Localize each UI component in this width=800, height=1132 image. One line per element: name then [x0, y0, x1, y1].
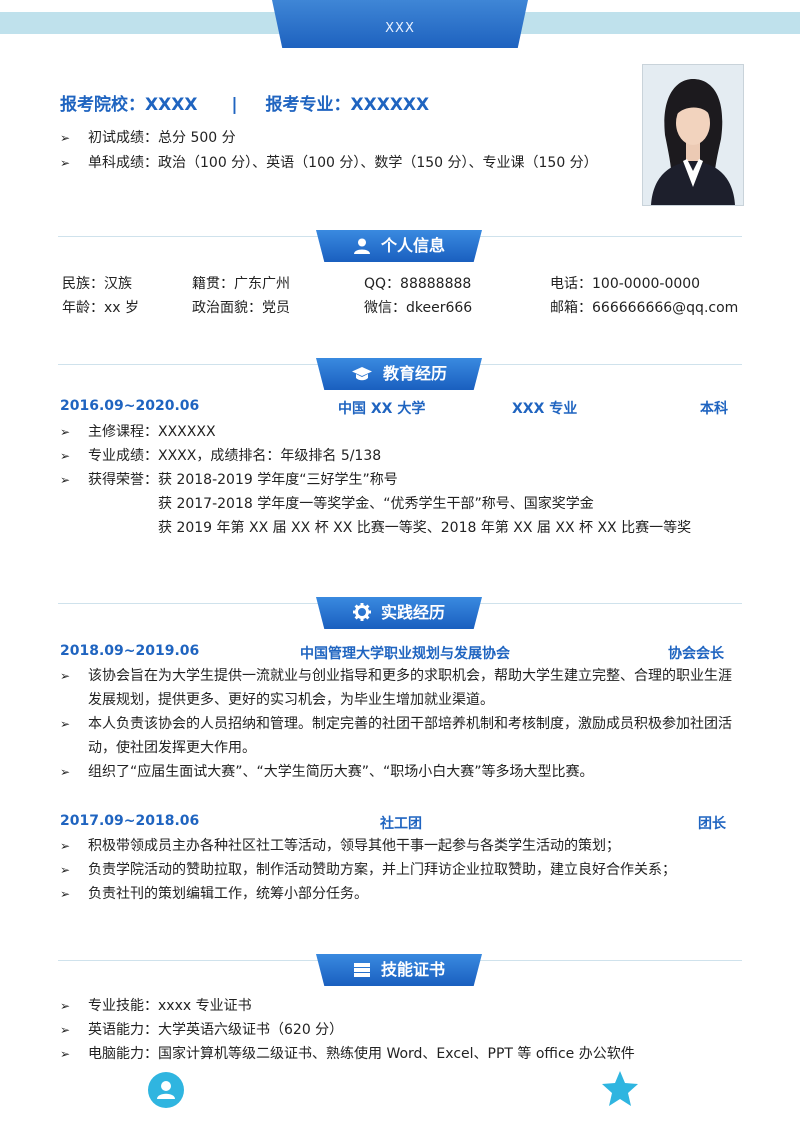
practice-detail: 负责社刊的策划编辑工作，统筹小部分任务。 [88, 886, 368, 902]
education-school: 中国 XX 大学 [338, 401, 426, 417]
arrow-bullet-icon: ➢ [60, 131, 71, 145]
qq-number: QQ：88888888 [364, 276, 472, 292]
application-line: 报考院校：XXXX | 报考专业：XXXXXX [60, 90, 429, 115]
arrow-bullet-icon: ➢ [60, 1047, 71, 1061]
email-address: 邮箱：666666666@qq.com [550, 300, 739, 316]
arrow-bullet-icon: ➢ [60, 1023, 71, 1037]
user-icon [353, 238, 370, 254]
practice-role: 协会会长 [668, 646, 724, 662]
header-separator: | [231, 95, 238, 115]
gear-icon [352, 603, 371, 621]
section-header-personal: 个人信息 [316, 230, 482, 262]
age: 年龄：xx 岁 [62, 300, 140, 316]
subject-scores: 单科成绩：政治（100 分）、英语（100 分）、数学（150 分）、专业课（1… [88, 155, 598, 171]
ethnicity: 民族：汉族 [62, 276, 132, 292]
certificate-icon [353, 963, 370, 977]
arrow-bullet-icon: ➢ [60, 839, 71, 853]
computer-skill: 电脑能力：国家计算机等级二级证书、熟练使用 Word、Excel、PPT 等 o… [88, 1046, 635, 1062]
list-item: ➢ 负责学院活动的赞助拉取，制作活动赞助方案，并上门拜访企业拉取赞助，建立良好合作… [60, 858, 740, 882]
profile-photo [642, 64, 744, 206]
section-header-education: 教育经历 [316, 358, 482, 390]
arrow-bullet-icon: ➢ [60, 156, 71, 170]
portrait-illustration [643, 65, 743, 205]
arrow-bullet-icon: ➢ [60, 449, 71, 463]
list-item: ➢ 组织了“应届生面试大赛”、“大学生简历大赛”、“职场小白大赛”等多场大型比赛。 [60, 760, 732, 784]
honors: 获得荣誉：获 2018-2019 学年度“三好学生”称号 [88, 472, 398, 488]
list-item: ➢ 专业成绩：XXXX，成绩排名：年级排名 5/138 [60, 444, 740, 468]
phone-number: 电话：100-0000-0000 [550, 276, 701, 292]
practice-detail: 负责学院活动的赞助拉取，制作活动赞助方案，并上门拜访企业拉取赞助，建立良好合作关… [88, 862, 676, 878]
honors-continued: 获 2019 年第 XX 届 XX 杯 XX 比赛一等奖、2018 年第 XX … [158, 520, 692, 536]
arrow-bullet-icon: ➢ [60, 425, 71, 439]
arrow-bullet-icon: ➢ [60, 765, 71, 779]
practice-organization: 中国管理大学职业规划与发展协会 [300, 646, 510, 662]
top-banner-tab: XXX [272, 0, 528, 48]
list-item: ➢ 获得荣誉：获 2018-2019 学年度“三好学生”称号 [60, 468, 740, 492]
native-place: 籍贯：广东广州 [192, 276, 290, 292]
list-item: ➢ 单科成绩：政治（100 分）、英语（100 分）、数学（150 分）、专业课（… [60, 153, 598, 178]
section-title: 技能证书 [380, 960, 445, 979]
list-item: ➢ 电脑能力：国家计算机等级二级证书、熟练使用 Word、Excel、PPT 等 … [60, 1042, 740, 1066]
list-item: ➢ 本人负责该协会的人员招纳和管理。制定完善的社团干部培养机制和考核制度，激励成员… [60, 712, 732, 760]
footer-star-icon [600, 1070, 640, 1112]
education-period: 2016.09~2020.06 [60, 398, 200, 414]
list-item: ➢ 专业技能：xxxx 专业证书 [60, 994, 740, 1018]
practice-detail: 积极带领成员主办各种社区社工等活动，领导其他干事一起参与各类学生活动的策划； [88, 838, 620, 854]
practice-detail: 组织了“应届生面试大赛”、“大学生简历大赛”、“职场小白大赛”等多场大型比赛。 [88, 764, 594, 780]
arrow-bullet-icon: ➢ [60, 863, 71, 877]
list-item: ➢ 该协会旨在为大学生提供一流就业与创业指导和更多的求职机会，帮助大学生建立完整、… [60, 664, 732, 712]
score-list: ➢ 初试成绩：总分 500 分 ➢ 单科成绩：政治（100 分）、英语（100 分）… [60, 128, 598, 178]
list-item: ➢ 主修课程：XXXXXX [60, 420, 740, 444]
list-item: ➢ 积极带领成员主办各种社区社工等活动，领导其他干事一起参与各类学生活动的策划； [60, 834, 740, 858]
graduation-cap-icon [351, 367, 372, 381]
honors-continued: 获 2017-2018 学年度一等奖学金、“优秀学生干部”称号、国家奖学金 [158, 496, 594, 512]
arrow-bullet-icon: ➢ [60, 717, 71, 731]
target-school: 报考院校：XXXX [60, 95, 198, 115]
list-item: ➢ 初试成绩：总分 500 分 [60, 128, 598, 153]
academic-ranking: 专业成绩：XXXX，成绩排名：年级排名 5/138 [88, 448, 382, 464]
section-header-practice: 实践经历 [316, 597, 482, 629]
section-title: 个人信息 [380, 236, 445, 255]
section-title: 教育经历 [382, 364, 447, 383]
practice-list: ➢积极带领成员主办各种社区社工等活动，领导其他干事一起参与各类学生活动的策划； … [60, 834, 740, 906]
arrow-bullet-icon: ➢ [60, 669, 71, 683]
professional-skill: 专业技能：xxxx 专业证书 [88, 998, 252, 1014]
arrow-bullet-icon: ➢ [60, 887, 71, 901]
section-title: 实践经历 [380, 603, 445, 622]
practice-period: 2018.09~2019.06 [60, 643, 200, 659]
arrow-bullet-icon: ➢ [60, 473, 71, 487]
education-degree: 本科 [700, 401, 728, 417]
practice-detail: 本人负责该协会的人员招纳和管理。制定完善的社团干部培养机制和考核制度，激励成员积… [88, 716, 732, 756]
user-silhouette-icon [157, 1081, 175, 1099]
list-item: ➢ 英语能力：大学英语六级证书（620 分） [60, 1018, 740, 1042]
target-major: 报考专业：XXXXXX [265, 95, 430, 115]
section-header-skills: 技能证书 [316, 954, 482, 986]
initial-score: 初试成绩：总分 500 分 [88, 130, 236, 146]
english-skill: 英语能力：大学英语六级证书（620 分） [88, 1022, 344, 1038]
wechat-id: 微信：dkeer666 [364, 300, 473, 316]
courses: 主修课程：XXXXXX [88, 424, 216, 440]
star-icon [602, 1071, 638, 1106]
skills-list: ➢ 专业技能：xxxx 专业证书 ➢ 英语能力：大学英语六级证书（620 分） ➢ 电… [60, 994, 740, 1066]
practice-role: 团长 [698, 816, 726, 832]
education-list: ➢主修课程：XXXXXX ➢专业成绩：XXXX，成绩排名：年级排名 5/138 … [60, 420, 740, 492]
education-major: XXX 专业 [512, 401, 578, 417]
practice-detail: 该协会旨在为大学生提供一流就业与创业指导和更多的求职机会，帮助大学生建立完整、合… [88, 668, 732, 708]
practice-list: ➢ 该协会旨在为大学生提供一流就业与创业指导和更多的求职机会，帮助大学生建立完整、… [60, 664, 732, 784]
footer-user-icon [148, 1072, 184, 1108]
political-status: 政治面貌：党员 [192, 300, 290, 316]
arrow-bullet-icon: ➢ [60, 999, 71, 1013]
list-item: ➢ 负责社刊的策划编辑工作，统筹小部分任务。 [60, 882, 740, 906]
practice-organization: 社工团 [380, 816, 422, 832]
banner-title: XXX [385, 21, 415, 36]
practice-period: 2017.09~2018.06 [60, 813, 200, 829]
